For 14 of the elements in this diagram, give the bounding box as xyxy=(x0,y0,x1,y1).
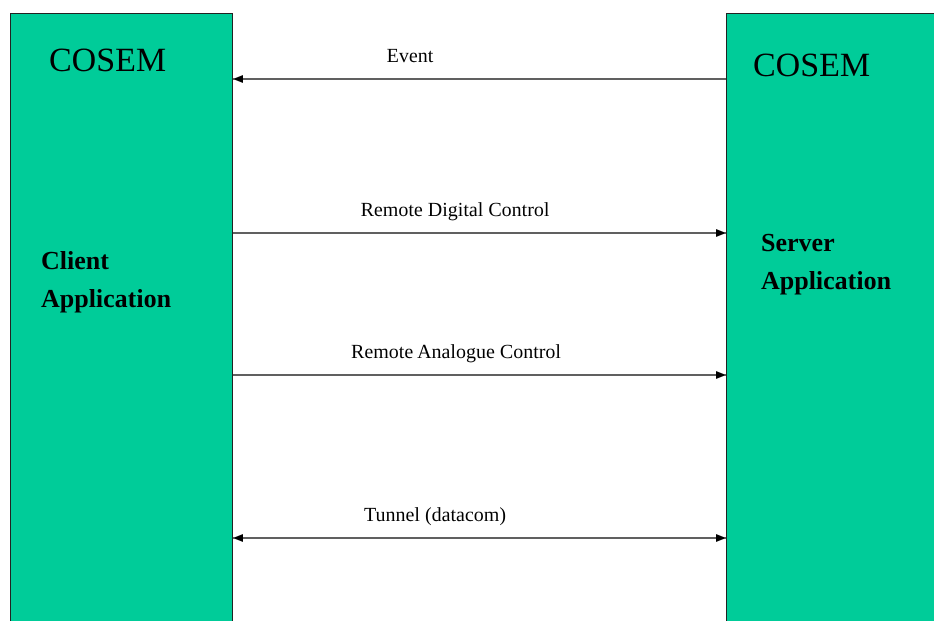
bar-title: Client Application xyxy=(41,245,172,315)
bar-heading: COSEM xyxy=(753,46,870,86)
arrow xyxy=(233,229,726,237)
edge-label: Remote Digital Control xyxy=(360,199,550,222)
application-bar xyxy=(726,13,934,621)
edge-label: Event xyxy=(386,45,434,68)
bar-title: Server Application xyxy=(761,227,892,297)
application-bar xyxy=(10,13,233,621)
arrow xyxy=(233,534,726,542)
edge-label: Tunnel (datacom) xyxy=(364,504,506,527)
arrow xyxy=(233,75,726,83)
bar-heading: COSEM xyxy=(49,41,166,81)
arrow xyxy=(233,371,726,379)
edge-label: Remote Analogue Control xyxy=(351,341,561,364)
